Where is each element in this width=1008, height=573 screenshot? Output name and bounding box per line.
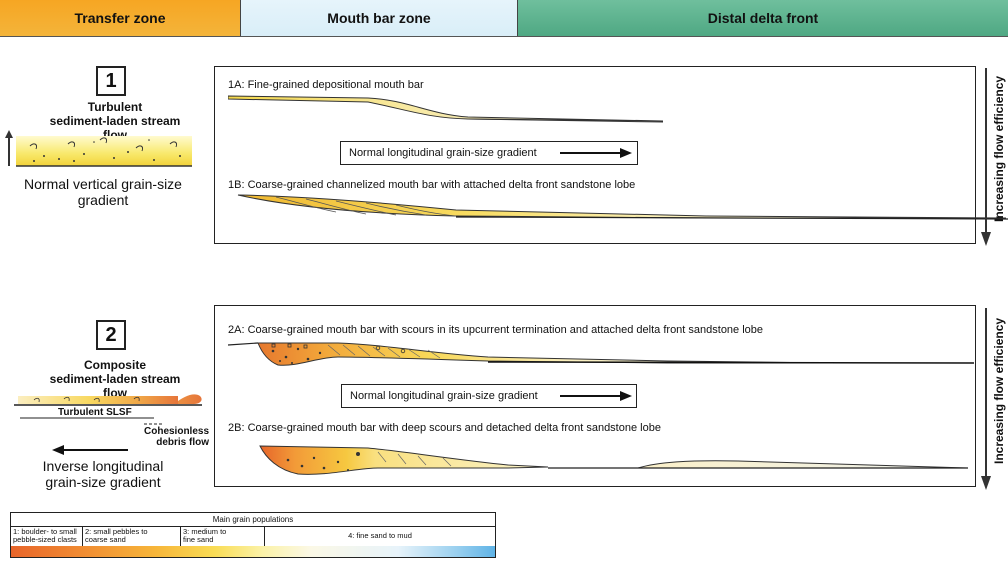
legend-color-bar	[11, 546, 495, 557]
cohesionless-label: Cohesionless debris flow	[144, 426, 209, 448]
zone-transfer-header: Transfer zone	[0, 0, 241, 36]
case2-inverse-arrow	[52, 444, 130, 456]
case1-gradient-note: Normal vertical grain-size gradient	[18, 176, 188, 208]
case1-efficiency-label: Increasing flow efficiency	[992, 92, 1006, 222]
distal-delta-front-label: Distal delta front	[708, 10, 818, 26]
legend-item-2: 2: small pebbles to coarse sand	[83, 526, 181, 546]
legend-item-4: 4: fine sand to mud	[265, 526, 495, 546]
case1-efficiency-arrow	[980, 68, 992, 246]
case1-gradient-arrow	[560, 147, 632, 159]
case2-gradient-arrow	[560, 390, 632, 402]
zone-mouth-bar-header: Mouth bar zone	[241, 0, 518, 36]
grain-population-legend: Main grain populations 1: boulder- to sm…	[10, 512, 496, 558]
case1-number: 1	[96, 66, 126, 96]
mouth-bar-1a-profile	[228, 90, 668, 126]
turbulent-slsf-label: Turbulent SLSF	[58, 407, 132, 418]
case2-gradient-note: Inverse longitudinal grain-size gradient	[18, 458, 188, 490]
transfer-zone-label: Transfer zone	[74, 10, 165, 26]
label-2b: 2B: Coarse-grained mouth bar with deep s…	[228, 422, 661, 434]
mouth-bar-1b-profile	[236, 188, 1008, 224]
zone-distal-header: Distal delta front	[518, 0, 1008, 36]
mouth-bar-zone-label: Mouth bar zone	[327, 10, 430, 26]
case2-number: 2	[96, 320, 126, 350]
legend-item-3: 3: medium to fine sand	[181, 526, 265, 546]
header-divider	[0, 36, 1008, 37]
case2-gradient-box-label: Normal longitudinal grain-size gradient	[350, 390, 538, 402]
mouth-bar-2a-profile	[228, 335, 974, 371]
case1-gradient-box-label: Normal longitudinal grain-size gradient	[349, 147, 537, 159]
legend-title: Main grain populations	[11, 513, 495, 527]
legend-item-1: 1: boulder- to small pebble-sized clasts	[11, 526, 83, 546]
case1-flow-diagram	[4, 128, 194, 170]
case2-efficiency-arrow	[980, 308, 992, 490]
case2-efficiency-label: Increasing flow efficiency	[992, 334, 1006, 464]
mouth-bar-2b-profile	[258, 440, 974, 476]
